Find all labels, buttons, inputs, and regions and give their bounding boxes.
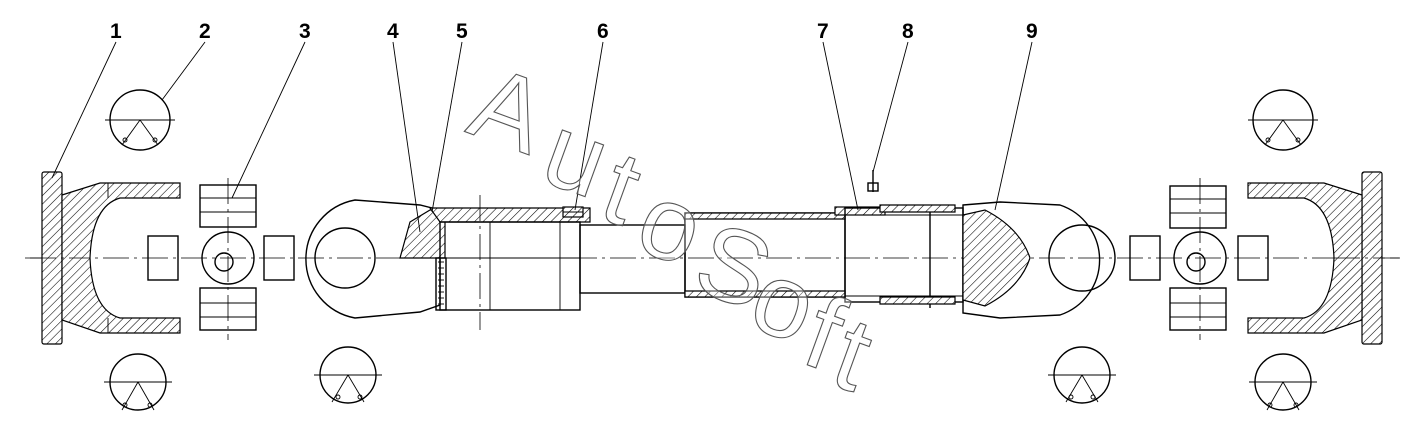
callout-6: 6 [597,20,609,43]
callout-3: 3 [299,20,311,43]
balance-circle-bottom-left [104,353,172,411]
watermark-letter: A [456,44,561,177]
right-flange-yoke [1247,171,1400,345]
balance-bolt [867,170,879,192]
balance-circle-bottom-right [1249,353,1317,411]
balance-circle-bottom-inner-right [1048,346,1116,404]
balance-circle-top-left [105,89,175,151]
balance-circle-bottom-inner-left [314,346,382,404]
right-universal-joint-cross [1129,178,1269,340]
callout-9: 9 [1026,20,1038,43]
callout-2: 2 [199,20,211,43]
driveshaft-tube [684,204,964,308]
callout-labels: 1 2 3 4 5 6 7 8 9 [110,20,1038,43]
callout-4: 4 [387,20,399,43]
left-slip-yoke [305,199,591,319]
leader-lines [51,41,1033,233]
watermark-autosoft: A u t o S o f t [456,43,887,414]
callout-5: 5 [456,20,468,43]
right-weld-yoke [962,201,1116,319]
balance-circle-top-right [1248,89,1318,151]
left-flange-yoke [30,171,181,345]
callout-7: 7 [817,20,829,43]
callout-8: 8 [902,20,914,43]
callout-1: 1 [110,20,122,43]
grease-fitting [562,206,584,218]
left-universal-joint-cross [147,178,295,340]
